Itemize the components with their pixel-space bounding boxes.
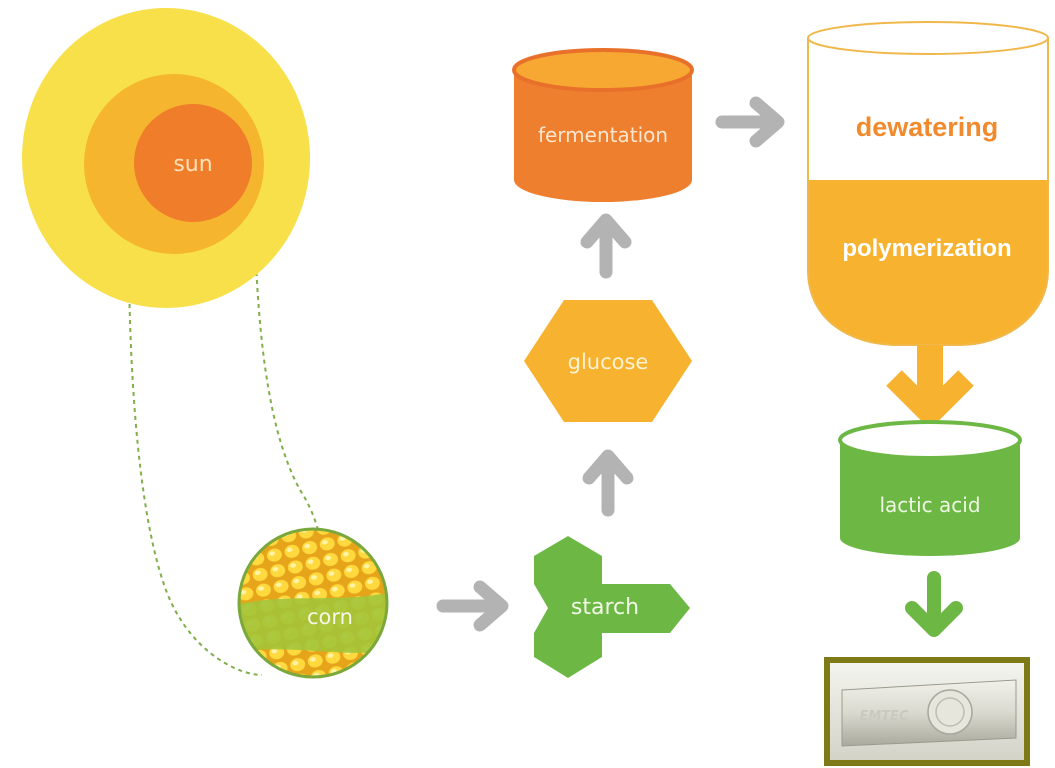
fermentation-label: fermentation [538,123,668,147]
sun-node: sun [22,8,310,308]
arrow-glucose-to-fermentation [580,213,632,279]
polymerization-label: polymerization [842,235,1011,262]
corn-label: corn [307,605,353,629]
arrow-starch-to-glucose [582,449,634,517]
vessel-lower-fill [808,180,1048,345]
usb-logo-disc [927,689,973,735]
product-brand-mark: EMTEC [859,709,909,724]
vessel-upper-empty [808,38,1048,180]
starch-node: starch [534,536,690,678]
lactic-acid-label: lactic acid [879,493,980,517]
connector-left-line [127,159,263,676]
glucose-label: glucose [568,350,649,374]
corn-node: corn [237,527,389,679]
sun-label: sun [173,152,212,177]
glucose-node: glucose [524,300,692,422]
lactic-acid-node: lactic acid [838,420,1022,556]
dewatering-label: dewatering [856,112,999,142]
arrow-fermentation-to-dewatering [715,96,785,148]
arrow-lactic-acid-to-product [905,571,963,637]
arrow-polymerization-to-lactic-acid [886,345,974,430]
product-photo: EMTEC [824,657,1030,766]
arrow-corn-to-starch [436,580,509,632]
starch-label: starch [571,595,639,620]
sun-core [134,104,252,222]
fermentation-node: fermentation [512,48,694,202]
corn-husk-band [239,590,387,655]
reactor-vessel: dewatering polymerization [807,21,1049,346]
